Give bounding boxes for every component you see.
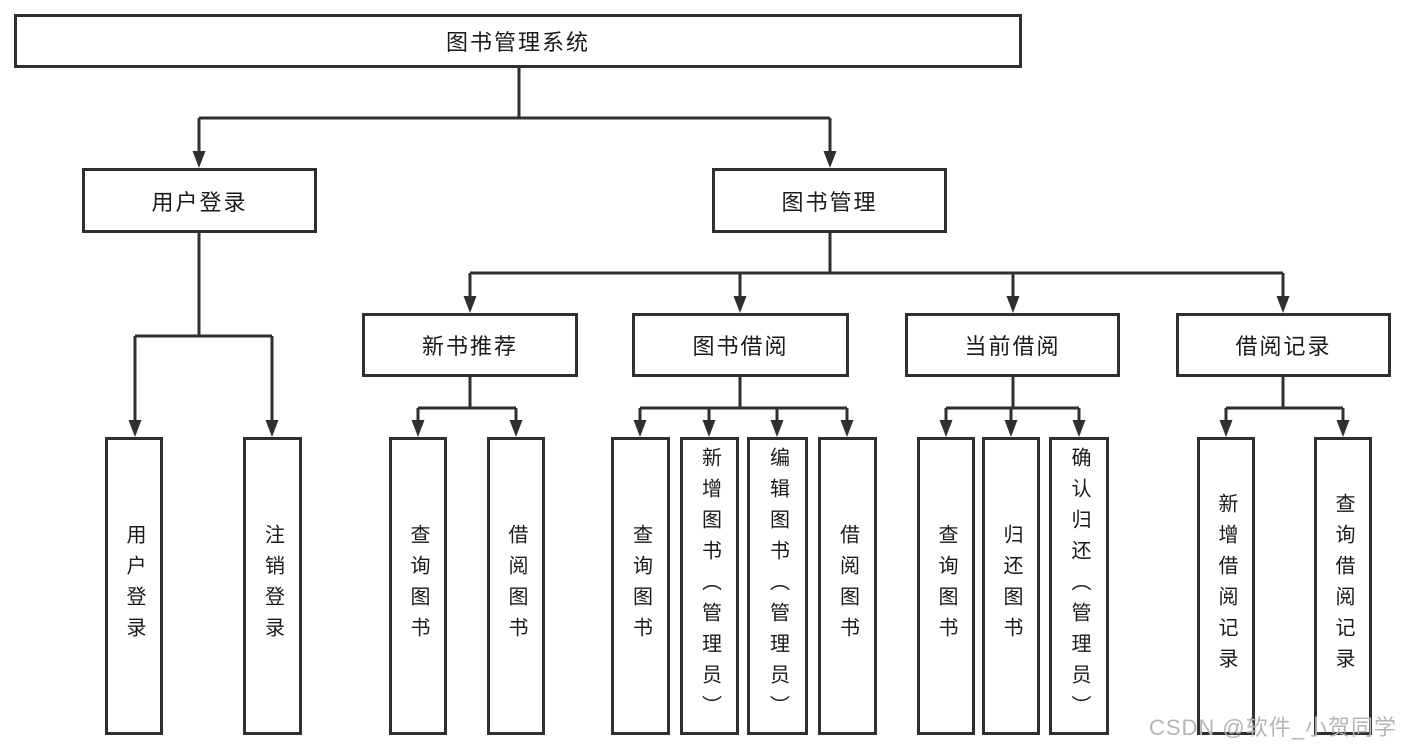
node-label: 新书推荐 [421,334,518,359]
connector-book-management [468,233,1285,298]
leaf-recommend-borrow-book: 借阅图书 [487,437,545,735]
leaf-label: 新增借阅记录 [1215,493,1237,679]
arrow-down-icon [840,420,854,437]
arrow-down-icon [509,420,523,437]
leaf-current-query-book: 查询图书 [917,437,975,735]
leaf-label: 用户登录 [123,524,145,648]
connector-book-borrow [638,377,849,422]
node-new-book-recommend: 新书推荐 [362,313,578,377]
node-current-borrow: 当前借阅 [905,313,1120,377]
arrow-down-icon [1004,420,1018,437]
leaf-borrow-book: 借阅图书 [818,437,877,735]
csdn-watermark: CSDN @软件_小贺同学 [1148,715,1397,740]
leaf-return-book: 归还图书 [982,437,1040,735]
arrow-down-icon [1276,296,1290,313]
arrow-down-icon [411,420,425,437]
arrow-down-icon [1072,420,1086,437]
leaf-label: 注销登录 [261,524,284,648]
node-borrow-records: 借阅记录 [1176,313,1391,377]
arrow-down-icon [1336,420,1350,437]
connector-new-book-recommend [416,377,518,422]
arrow-down-icon [1006,296,1020,313]
node-book-borrow: 图书借阅 [632,313,849,377]
leaf-label: 归还图书 [1000,524,1022,648]
node-label: 借阅记录 [1235,334,1332,359]
leaf-label: 借阅图书 [836,524,859,648]
arrow-down-icon [733,296,747,313]
leaf-add-borrow-record: 新增借阅记录 [1197,437,1255,735]
arrow-down-icon [1219,420,1233,437]
connector-user-login [133,233,274,422]
leaf-label: 借阅图书 [505,524,527,648]
leaf-label: 查询图书 [935,524,957,648]
arrow-down-icon [633,420,647,437]
connector-borrow-records [1224,377,1345,422]
leaf-borrow-query-book: 查询图书 [611,437,670,735]
node-user-login: 用户登录 [82,168,317,233]
node-label: 图书管理 [781,189,878,215]
leaf-edit-book-admin: 编辑图书（管理员） [747,437,808,735]
leaf-label: 确认归还（管理员） [1068,446,1090,726]
arrow-down-icon [770,420,784,437]
arrowheads [128,151,1350,437]
leaf-label: 查询借阅记录 [1332,493,1354,679]
arrow-down-icon [702,420,716,437]
leaf-add-book-admin: 新增图书（管理员） [680,437,739,735]
node-label: 图书借阅 [692,334,789,359]
connector-current-borrow [944,377,1081,422]
leaf-recommend-query-book: 查询图书 [389,437,447,735]
node-library-management-system: 图书管理系统 [14,14,1022,68]
arrow-down-icon [463,296,477,313]
arrow-down-icon [823,151,837,168]
arrow-down-icon [128,420,142,437]
node-book-management: 图书管理 [712,168,947,233]
arrow-down-icon [939,420,953,437]
arrow-down-icon [265,420,279,437]
node-label: 图书管理系统 [445,30,590,55]
node-label: 用户登录 [151,189,248,215]
leaf-confirm-return-admin: 确认归还（管理员） [1049,437,1109,735]
node-label: 当前借阅 [964,334,1061,359]
leaf-query-borrow-record: 查询借阅记录 [1314,437,1372,735]
leaf-label: 查询图书 [407,524,429,648]
leaf-logout: 注销登录 [243,437,302,735]
connector-root [197,68,832,153]
leaf-label: 查询图书 [629,524,652,648]
leaf-user-login: 用户登录 [105,437,163,735]
leaf-label: 编辑图书（管理员） [766,446,789,726]
leaf-label: 新增图书（管理员） [698,446,721,726]
arrow-down-icon [192,151,206,168]
